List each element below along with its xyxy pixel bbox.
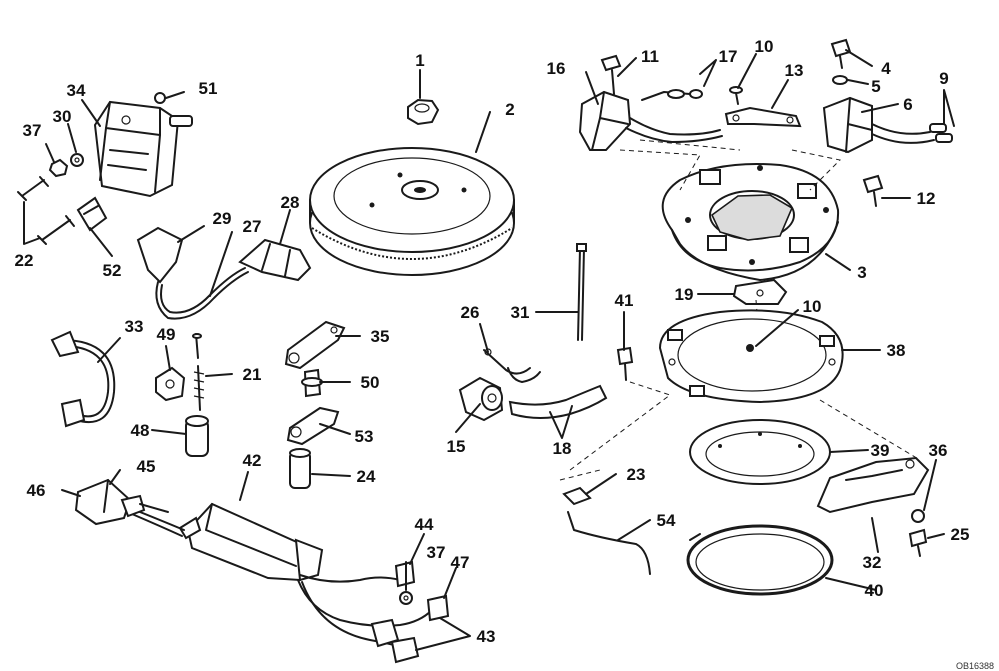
callout-1: 1 xyxy=(415,51,424,70)
callout-31: 31 xyxy=(511,303,530,322)
flywheel-nut-1 xyxy=(407,98,440,126)
clip-19 xyxy=(732,278,788,305)
callout-21: 21 xyxy=(243,365,262,384)
callout-18: 18 xyxy=(553,439,572,458)
callout-26: 26 xyxy=(461,303,480,322)
callout-6: 6 xyxy=(903,95,912,114)
callout-labels: 1 2 3 4 5 6 9 10 10 11 12 13 15 16 17 18… xyxy=(15,37,970,646)
throttle-linkage-parts xyxy=(284,320,346,489)
sensor-coil-6 xyxy=(822,96,953,154)
ground-strap-33 xyxy=(50,330,116,428)
callout-25: 25 xyxy=(951,525,970,544)
callout-33: 33 xyxy=(125,317,144,336)
callout-37-top: 37 xyxy=(23,121,42,140)
callout-4: 4 xyxy=(881,59,891,78)
callout-49: 49 xyxy=(157,325,176,344)
ignition-coil-34 xyxy=(93,100,193,198)
connector-45-46 xyxy=(74,478,169,526)
callout-30: 30 xyxy=(53,107,72,126)
callout-28: 28 xyxy=(281,193,300,212)
bracket-32 xyxy=(816,456,930,557)
callout-52: 52 xyxy=(103,261,122,280)
callout-22: 22 xyxy=(15,251,34,270)
callout-3: 3 xyxy=(857,263,866,282)
callout-43: 43 xyxy=(477,627,496,646)
callout-13: 13 xyxy=(785,61,804,80)
charge-coil-16 xyxy=(578,90,723,151)
callout-2: 2 xyxy=(505,100,514,119)
alignment-dashes xyxy=(559,139,921,481)
screw-4-washer-5 xyxy=(830,38,852,85)
figure-code: OB16388 xyxy=(956,661,994,671)
callout-39: 39 xyxy=(871,441,890,460)
callout-45: 45 xyxy=(137,457,156,476)
callout-40: 40 xyxy=(865,581,884,600)
callout-35: 35 xyxy=(371,327,390,346)
callout-54: 54 xyxy=(657,511,676,530)
callout-42: 42 xyxy=(243,451,262,470)
retainer-plate-38 xyxy=(658,309,844,404)
callout-29: 29 xyxy=(213,209,232,228)
callout-23: 23 xyxy=(627,465,646,484)
callout-32: 32 xyxy=(863,553,882,572)
leader-lines xyxy=(23,49,955,651)
clips-hoses-center xyxy=(458,243,608,422)
callout-47: 47 xyxy=(451,553,470,572)
callout-38: 38 xyxy=(887,341,906,360)
link-54-clip-23 xyxy=(562,486,651,575)
flywheel-2 xyxy=(309,147,515,276)
callout-10-mid: 10 xyxy=(803,297,822,316)
callout-9: 9 xyxy=(939,69,948,88)
washer-10-bracket-13 xyxy=(724,86,802,128)
ring-39 xyxy=(689,419,831,485)
callout-46: 46 xyxy=(27,481,46,500)
screw-12 xyxy=(862,174,884,207)
armature-plate-3 xyxy=(661,163,840,281)
callout-24: 24 xyxy=(357,467,376,486)
power-pack-42 xyxy=(129,502,433,649)
spark-plug-leads xyxy=(136,226,312,320)
callout-48: 48 xyxy=(131,421,150,440)
callout-19: 19 xyxy=(675,285,694,304)
callout-27: 27 xyxy=(243,217,262,236)
callout-15: 15 xyxy=(447,437,466,456)
callout-17: 17 xyxy=(719,47,738,66)
ring-40 xyxy=(686,524,834,596)
callout-12: 12 xyxy=(917,189,936,208)
callout-34: 34 xyxy=(67,81,86,100)
washer-51 xyxy=(154,92,166,104)
callout-51: 51 xyxy=(199,79,218,98)
callout-50: 50 xyxy=(361,373,380,392)
callout-36: 36 xyxy=(929,441,948,460)
terminals-bottom xyxy=(370,560,450,664)
callout-41: 41 xyxy=(615,291,634,310)
screw-41 xyxy=(616,346,634,381)
callout-53: 53 xyxy=(355,427,374,446)
callout-16: 16 xyxy=(547,59,566,78)
screw-11-insulators-17 xyxy=(600,54,703,101)
callout-37-bottom: 37 xyxy=(427,543,446,562)
callout-5: 5 xyxy=(871,77,880,96)
callout-44: 44 xyxy=(415,515,434,534)
linkage-parts-left xyxy=(155,333,209,457)
callout-11: 11 xyxy=(641,47,659,66)
callout-10-top: 10 xyxy=(755,37,774,56)
